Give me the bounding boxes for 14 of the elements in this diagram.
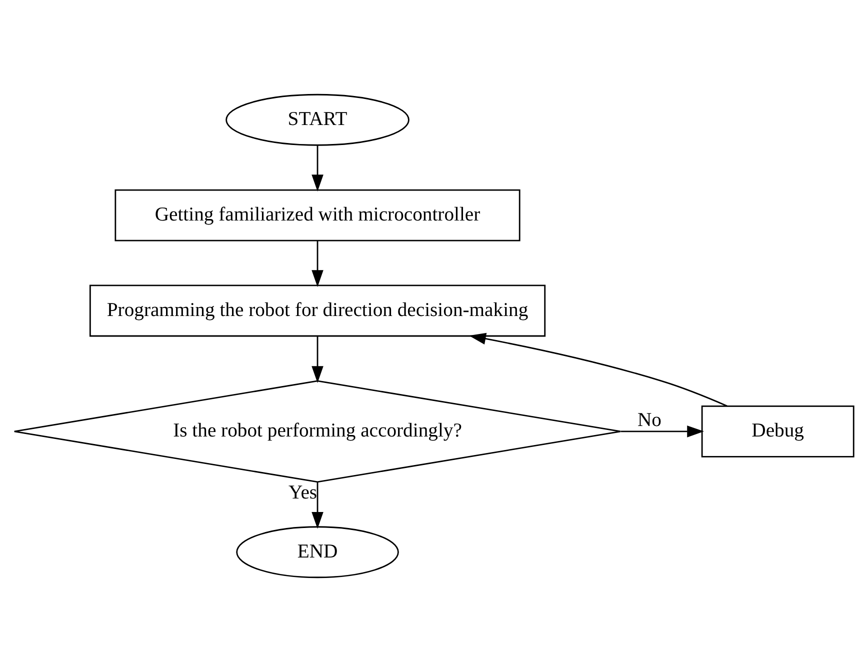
node-ellipse: START xyxy=(226,93,410,146)
node-box: Debug xyxy=(701,404,854,457)
arrow xyxy=(312,145,324,192)
node-ellipse: END xyxy=(236,526,399,578)
arrow xyxy=(469,332,728,406)
node-box: Getting familiarized with microcontroller xyxy=(114,188,520,241)
arrow xyxy=(620,425,704,437)
edge-label: No xyxy=(637,408,662,431)
arrow xyxy=(312,240,324,286)
node-diamond: Is the robot performing accordingly? xyxy=(14,380,622,482)
arrow xyxy=(312,336,324,382)
arrow xyxy=(312,482,324,528)
node-box: Programming the robot for direction decision-making xyxy=(89,284,546,336)
edge-label: Yes xyxy=(288,481,318,504)
